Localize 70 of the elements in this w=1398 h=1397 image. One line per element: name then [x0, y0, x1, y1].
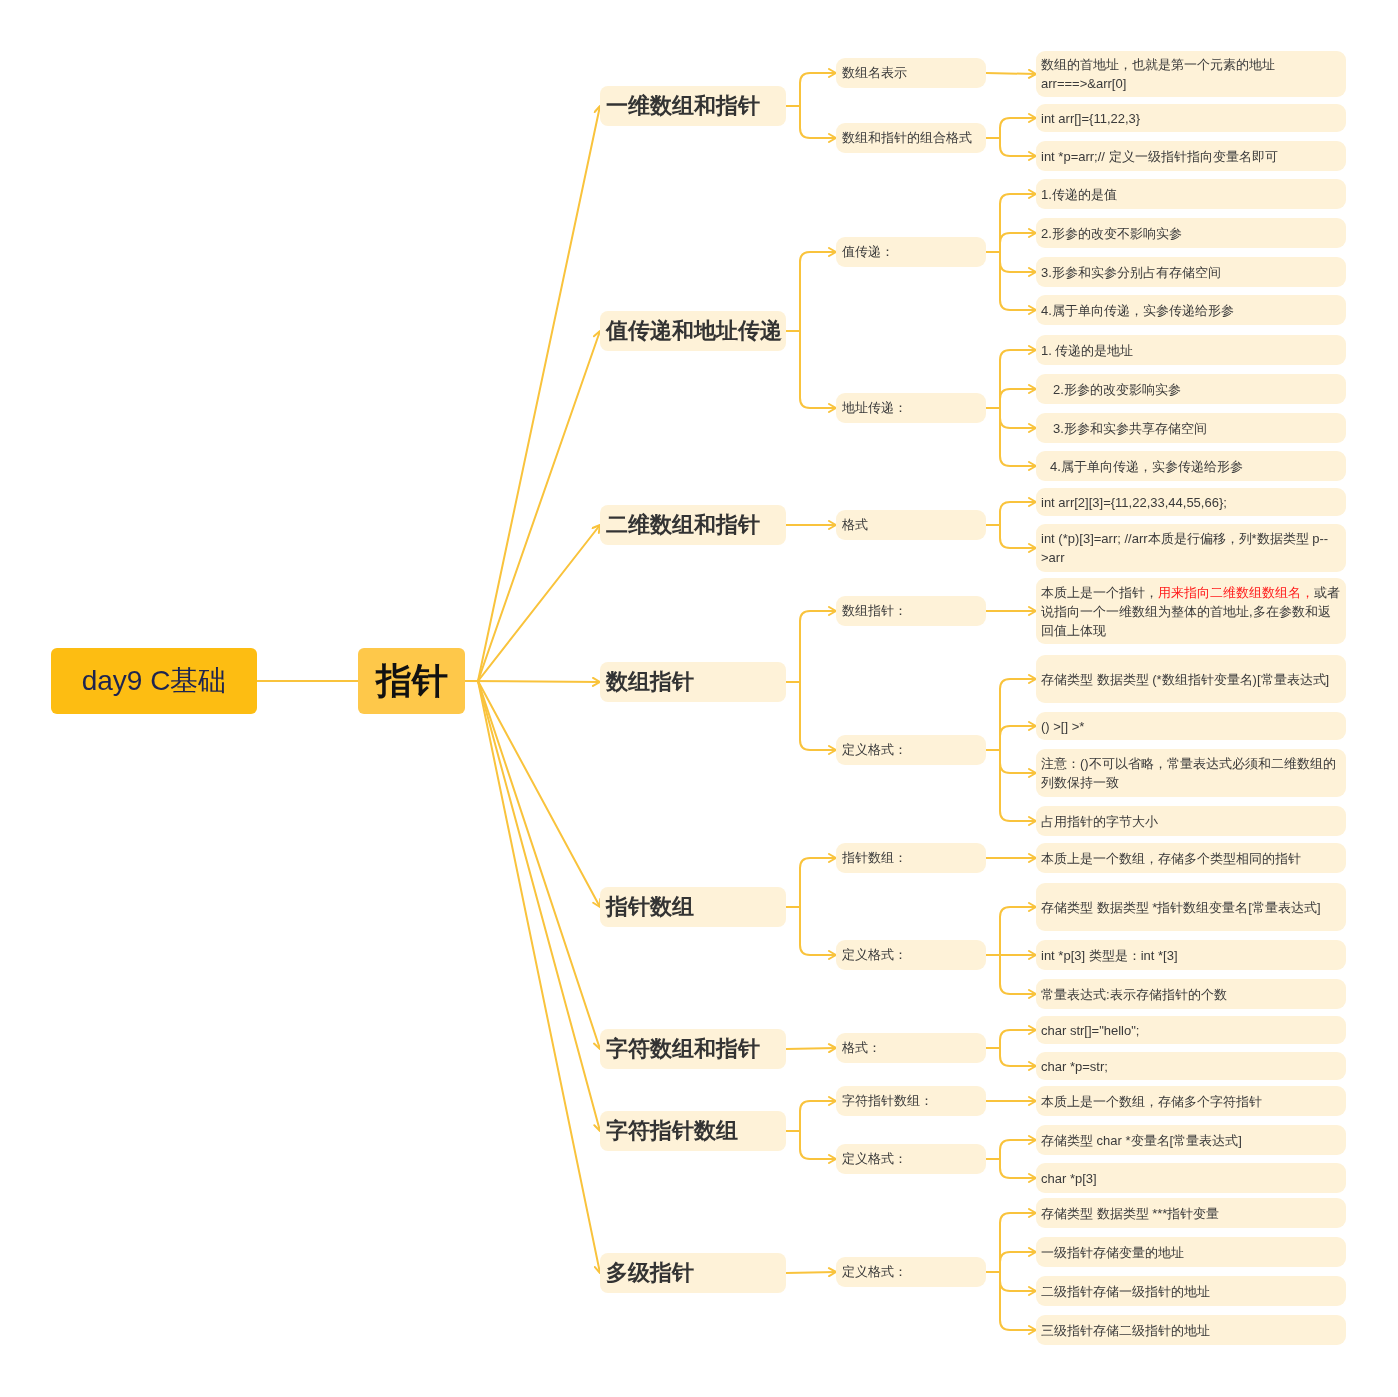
subtopic-box: 定义格式：	[836, 940, 986, 970]
topic-box: 多级指针	[600, 1253, 786, 1293]
note-box: 占用指针的字节大小	[1036, 806, 1346, 836]
arrow	[985, 524, 1037, 553]
topic-box: 指针数组	[600, 887, 786, 927]
note-box: char *p[3]	[1036, 1163, 1346, 1193]
note-box: 二级指针存储一级指针的地址	[1036, 1276, 1346, 1306]
note-box: 本质上是一个数组，存储多个字符指针	[1036, 1086, 1346, 1116]
note-box: int *p[3] 类型是：int *[3]	[1036, 940, 1346, 970]
note-box: 存储类型 char *变量名[常量表达式]	[1036, 1125, 1346, 1155]
arrow	[985, 1047, 1037, 1071]
note-box: 存储类型 数据类型 (*数组指针变量名)[常量表达式]	[1036, 655, 1346, 703]
root-topic-box: day9 C基础	[51, 648, 257, 714]
topic-box: 字符数组和指针	[600, 1029, 786, 1069]
subtopic-box: 字符指针数组：	[836, 1086, 986, 1116]
note-box: 本质上是一个数组，存储多个类型相同的指针	[1036, 843, 1346, 873]
arrow	[985, 749, 1037, 826]
subtopic-box: 数组和指针的组合格式	[836, 123, 986, 153]
note-box: 2.形参的改变不影响实参	[1036, 218, 1346, 248]
note-box: 存储类型 数据类型 ***指针变量	[1036, 1198, 1346, 1228]
topic-box: 字符指针数组	[600, 1111, 786, 1151]
main-topic-box: 指针	[358, 648, 465, 714]
arrow	[785, 1267, 837, 1278]
subtopic-box: 指针数组：	[836, 843, 986, 873]
note-box: 注意：()不可以省略，常量表达式必须和二维数组的列数保持一致	[1036, 749, 1346, 797]
topic-box: 值传递和地址传递	[600, 311, 786, 351]
subtopic-box: 定义格式：	[836, 735, 986, 765]
topic-box: 二维数组和指针	[600, 505, 786, 545]
subtopic-box: 数组指针：	[836, 596, 986, 626]
arrow	[985, 954, 1037, 999]
topic-box: 数组指针	[600, 662, 786, 702]
arrow	[785, 681, 837, 755]
subtopic-box: 格式：	[836, 1033, 986, 1063]
arrow	[785, 330, 837, 413]
arrow	[785, 1043, 837, 1054]
note-box: 数组的首地址，也就是第一个元素的地址 arr===>&arr[0]	[1036, 51, 1346, 97]
arrow	[985, 853, 1037, 863]
note-box: 本质上是一个指针，用来指向二维数组数组名，或者说指向一个一维数组为整体的首地址,多在参数和返回值上体现	[1036, 578, 1346, 644]
note-box: int *p=arr;// 定义一级指针指向变量名即可	[1036, 141, 1346, 171]
note-box: char str[]="hello";	[1036, 1016, 1346, 1044]
note-box: () >[] >*	[1036, 712, 1346, 740]
subtopic-box: 定义格式：	[836, 1257, 986, 1287]
arrow	[985, 137, 1037, 161]
arrow	[985, 1096, 1037, 1106]
note-box: 存储类型 数据类型 *指针数组变量名[常量表达式]	[1036, 883, 1346, 931]
arrow	[985, 68, 1037, 79]
arrow	[785, 105, 837, 143]
note-box: 4.属于单向传递，实参传递给形参	[1036, 295, 1346, 325]
note-box: char *p=str;	[1036, 1052, 1346, 1080]
subtopic-box: 数组名表示	[836, 58, 986, 88]
subtopic-box: 定义格式：	[836, 1144, 986, 1174]
note-box: 2.形参的改变影响实参	[1036, 374, 1346, 404]
note-box: 一级指针存储变量的地址	[1036, 1237, 1346, 1267]
note-box: 常量表达式:表示存储指针的个数	[1036, 979, 1346, 1009]
note-box: 三级指针存储二级指针的地址	[1036, 1315, 1346, 1345]
arrow	[785, 520, 837, 530]
note-box: 3.形参和实参共享存储空间	[1036, 413, 1346, 443]
note-box: int arr[2][3]={11,22,33,44,55,66};	[1036, 488, 1346, 516]
subtopic-box: 值传递：	[836, 237, 986, 267]
note-box: 3.形参和实参分别占有存储空间	[1036, 257, 1346, 287]
subtopic-box: 地址传递：	[836, 393, 986, 423]
connector-line	[256, 680, 359, 682]
note-box: int (*p)[3]=arr; //arr本质是行偏移，列*数据类型 p-->arr	[1036, 524, 1346, 572]
arrow	[985, 606, 1037, 616]
note-box: 4.属于单向传递，实参传递给形参	[1036, 451, 1346, 481]
note-box: 1. 传递的是地址	[1036, 335, 1346, 365]
subtopic-box: 格式	[836, 510, 986, 540]
topic-box: 一维数组和指针	[600, 86, 786, 126]
note-box: int arr[]={11,22,3}	[1036, 104, 1346, 132]
note-box: 1.传递的是值	[1036, 179, 1346, 209]
